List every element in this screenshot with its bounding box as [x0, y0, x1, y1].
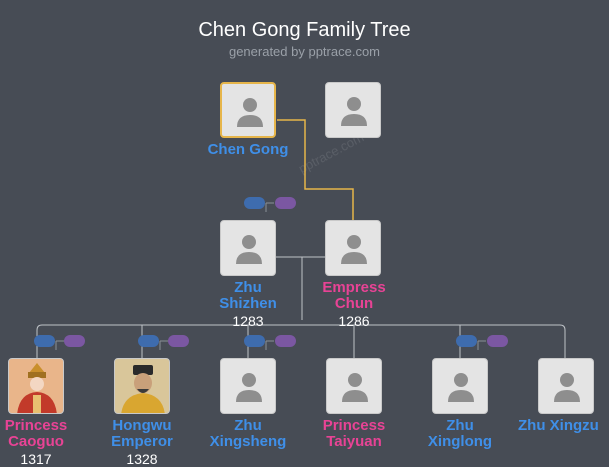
stub-line-xinglong — [477, 340, 486, 350]
person-name-line1[interactable]: Zhu — [446, 417, 474, 434]
person-silhouette-icon — [448, 373, 474, 402]
person-year: 1283 — [232, 313, 264, 329]
gen3-sibling-line — [36, 324, 566, 360]
person-name-line1[interactable]: Zhu — [234, 279, 262, 296]
spouse-badge[interactable] — [64, 335, 85, 347]
person-card-chen-gong[interactable] — [220, 82, 276, 138]
person-name-line2[interactable]: Xinglong — [427, 433, 493, 450]
person-name-line1[interactable]: Zhu — [234, 417, 262, 434]
person-name-line2[interactable]: Shizhen — [219, 295, 277, 312]
person-name-line1[interactable]: Princess — [322, 417, 386, 434]
spouse-badge[interactable] — [34, 335, 55, 347]
person-silhouette-icon — [236, 373, 262, 402]
person-card-princess-caoguo[interactable] — [8, 358, 64, 414]
spouse-badge[interactable] — [244, 197, 265, 209]
person-silhouette-icon — [237, 98, 263, 127]
person-card-zhu-xingsheng[interactable] — [220, 358, 276, 414]
spouse-badge[interactable] — [275, 335, 296, 347]
person-card-hongwu-emperor[interactable] — [114, 358, 170, 414]
stub-line-caoguo — [55, 340, 64, 350]
gen1-descent-line — [277, 119, 354, 221]
person-card-zhu-xinglong[interactable] — [432, 358, 488, 414]
page-subtitle: generated by pptrace.com — [228, 44, 381, 59]
spouse-badge[interactable] — [456, 335, 477, 347]
person-silhouette-icon — [236, 235, 262, 264]
spouse-badge[interactable] — [244, 335, 265, 347]
person-name-line2[interactable]: Chun — [334, 295, 374, 312]
person-name-line1[interactable]: Hongwu — [112, 417, 172, 434]
person-year: 1286 — [338, 313, 370, 329]
person-silhouette-icon — [342, 373, 368, 402]
stub-line-xingsheng — [265, 340, 274, 350]
person-silhouette-icon — [554, 373, 580, 402]
portrait-photo-icon — [9, 359, 63, 413]
person-name-line2[interactable]: Emperor — [111, 433, 173, 450]
person-card-spouse[interactable] — [325, 82, 381, 138]
person-name[interactable]: Chen Gong — [207, 141, 289, 158]
person-year: 1328 — [126, 451, 158, 467]
person-name-line2[interactable]: Taiyuan — [326, 433, 382, 450]
person-year: 1317 — [20, 451, 52, 467]
person-card-zhu-xingzu[interactable] — [538, 358, 594, 414]
person-name[interactable]: Zhu Xingzu — [518, 418, 599, 434]
person-silhouette-icon — [341, 97, 367, 126]
stub-line-hongwu — [159, 340, 168, 350]
person-name-line2[interactable]: Caoguo — [8, 433, 64, 450]
spouse-badge[interactable] — [275, 197, 296, 209]
page-title: Chen Gong Family Tree — [198, 19, 411, 41]
person-silhouette-icon — [341, 235, 367, 264]
spouse-badge[interactable] — [138, 335, 159, 347]
person-card-princess-taiyuan[interactable] — [326, 358, 382, 414]
person-card-empress-chun[interactable] — [325, 220, 381, 276]
person-name-line2[interactable]: Xingsheng — [209, 433, 287, 450]
person-card-zhu-shizhen[interactable] — [220, 220, 276, 276]
stub-line-gen2 — [265, 202, 274, 212]
portrait-photo-icon — [115, 359, 169, 413]
person-name-line1[interactable]: Princess — [4, 417, 68, 434]
spouse-badge[interactable] — [487, 335, 508, 347]
spouse-badge[interactable] — [168, 335, 189, 347]
person-name-line1[interactable]: Empress — [322, 279, 386, 296]
